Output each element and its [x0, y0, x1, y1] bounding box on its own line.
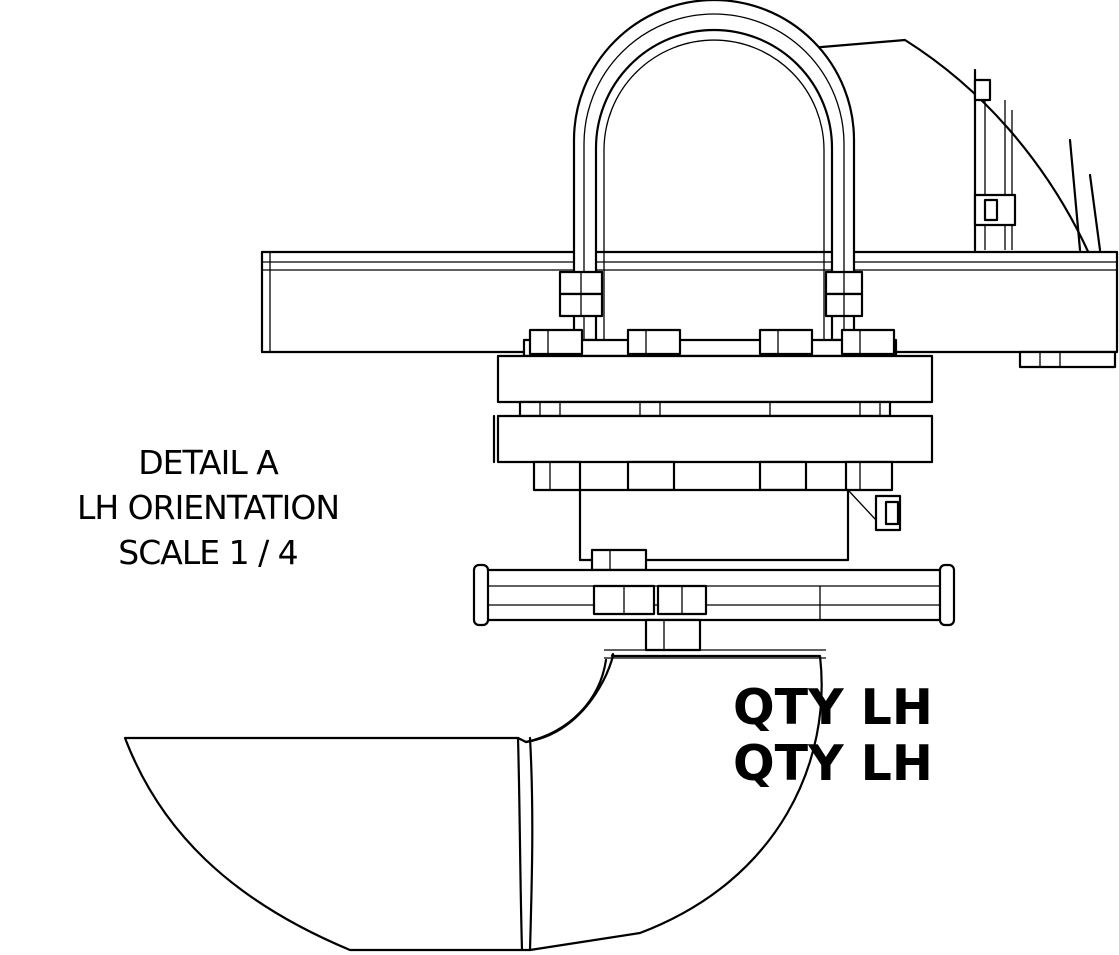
u-bolt-nuts [558, 270, 864, 318]
lower-flange [492, 414, 934, 492]
support-beam [260, 250, 1119, 369]
gasket [518, 400, 892, 418]
u-bolt [572, 0, 856, 342]
detail-orientation: LH ORIENTATION [76, 488, 340, 527]
detail-caption: DETAIL A LH ORIENTATION SCALE 1 / 4 [8, 440, 408, 575]
detail-title: DETAIL A [138, 443, 279, 482]
quantity-notes: QTY LH QTY LH [733, 680, 933, 792]
quantity-note-2: QTY LH [733, 735, 933, 792]
detail-boundary [808, 38, 1119, 332]
elbow-pipe [123, 649, 826, 952]
bottom-flange [472, 548, 956, 652]
detail-scale: SCALE 1 / 4 [118, 533, 298, 572]
quantity-note-1: QTY LH [733, 679, 933, 736]
upper-flange [496, 328, 934, 404]
valve-body [578, 488, 902, 562]
